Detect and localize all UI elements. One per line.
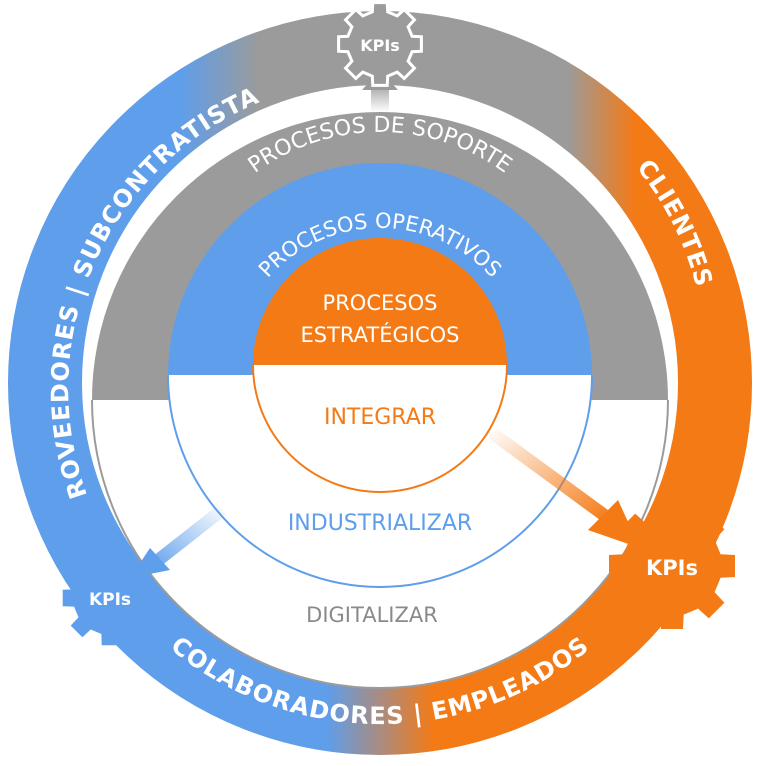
gear-left-label: KPIs [89, 590, 131, 610]
digitalizar-label: DIGITALIZAR [306, 603, 438, 627]
kpi-gear-left-icon [62, 550, 158, 646]
gear-right-label: KPIs [646, 556, 698, 580]
strategic-process-area [253, 238, 507, 365]
industrializar-label: INDUSTRIALIZAR [288, 511, 472, 536]
kpi-gear-top-icon [337, 1, 423, 87]
gear-shape [62, 550, 158, 646]
integrar-label: INTEGRAR [324, 405, 436, 430]
strategic-label-line2: ESTRATÉGICOS [301, 322, 460, 347]
gear-shape [609, 503, 735, 629]
strategic-label-line1: PROCESOS [323, 291, 438, 315]
gear-top-label: KPIs [360, 36, 400, 55]
kpi-gear-right-icon [609, 503, 735, 629]
integrar-area [252, 364, 508, 493]
gear-shape [337, 1, 423, 87]
